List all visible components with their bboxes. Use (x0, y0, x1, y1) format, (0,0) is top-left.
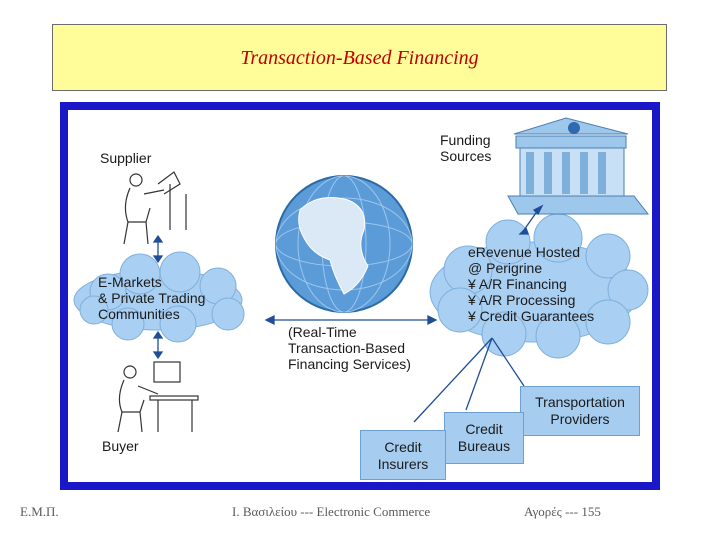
footer-middle: Ι. Βασιλείου --- Electronic Commerce (232, 504, 431, 519)
footer-right: Αγορές --- 155 (524, 504, 601, 519)
transportation-line-1: Transportation (535, 394, 625, 410)
erevenue-line-4: ¥ A/R Processing (468, 292, 576, 308)
emarkets-line-2: & Private Trading (98, 290, 206, 306)
credit-insurers-box: Credit Insurers (360, 430, 446, 480)
buyer-label: Buyer (102, 438, 139, 454)
supplier-icon (123, 171, 187, 245)
erevenue-line-5: ¥ Credit Guarantees (468, 308, 595, 324)
title-box: Transaction-Based Financing (52, 24, 667, 91)
realtime-line-3: Financing Services) (288, 356, 411, 372)
funding-line-2: Sources (440, 148, 492, 164)
erevenue-line-1: eRevenue Hosted (468, 244, 581, 260)
insurers-line-2: Insurers (377, 456, 429, 472)
globe-icon (275, 175, 413, 313)
slide-title: Transaction-Based Financing (240, 47, 479, 69)
bureaus-line-2: Bureaus (457, 438, 511, 454)
diagram-canvas (73, 117, 650, 433)
emarkets-line-1: E-Markets (98, 274, 162, 290)
erevenue-line-3: ¥ A/R Financing (468, 276, 567, 292)
transportation-providers-box: Transportation Providers (520, 386, 640, 436)
bank-icon (507, 117, 650, 215)
emarkets-line-3: Communities (98, 306, 180, 322)
transportation-line-2: Providers (550, 411, 610, 427)
diagram-frame: Supplier Funding Sources E-Markets & Pri… (60, 102, 660, 490)
credit-bureaus-box: Credit Bureaus (444, 412, 524, 464)
insurers-line-1: Credit (384, 439, 422, 455)
supplier-label: Supplier (100, 150, 152, 166)
connectors (152, 204, 544, 423)
erevenue-label: eRevenue Hosted @ Perigrine ¥ A/R Financ… (468, 244, 594, 324)
buyer-icon (117, 361, 199, 433)
realtime-line-2: Transaction-Based (288, 340, 405, 356)
bureaus-line-1: Credit (465, 421, 503, 437)
realtime-label: (Real-Time Transaction-Based Financing S… (288, 324, 411, 372)
emarkets-label: E-Markets & Private Trading Communities (98, 274, 205, 322)
footer-left: Ε.Μ.Π. (20, 504, 59, 519)
funding-sources-label: Funding Sources (440, 132, 491, 164)
realtime-line-1: (Real-Time (288, 324, 357, 340)
erevenue-line-2: @ Perigrine (468, 260, 543, 276)
erevenue-cloud (429, 213, 649, 359)
funding-line-1: Funding (440, 132, 491, 148)
emarkets-cloud (73, 251, 245, 343)
